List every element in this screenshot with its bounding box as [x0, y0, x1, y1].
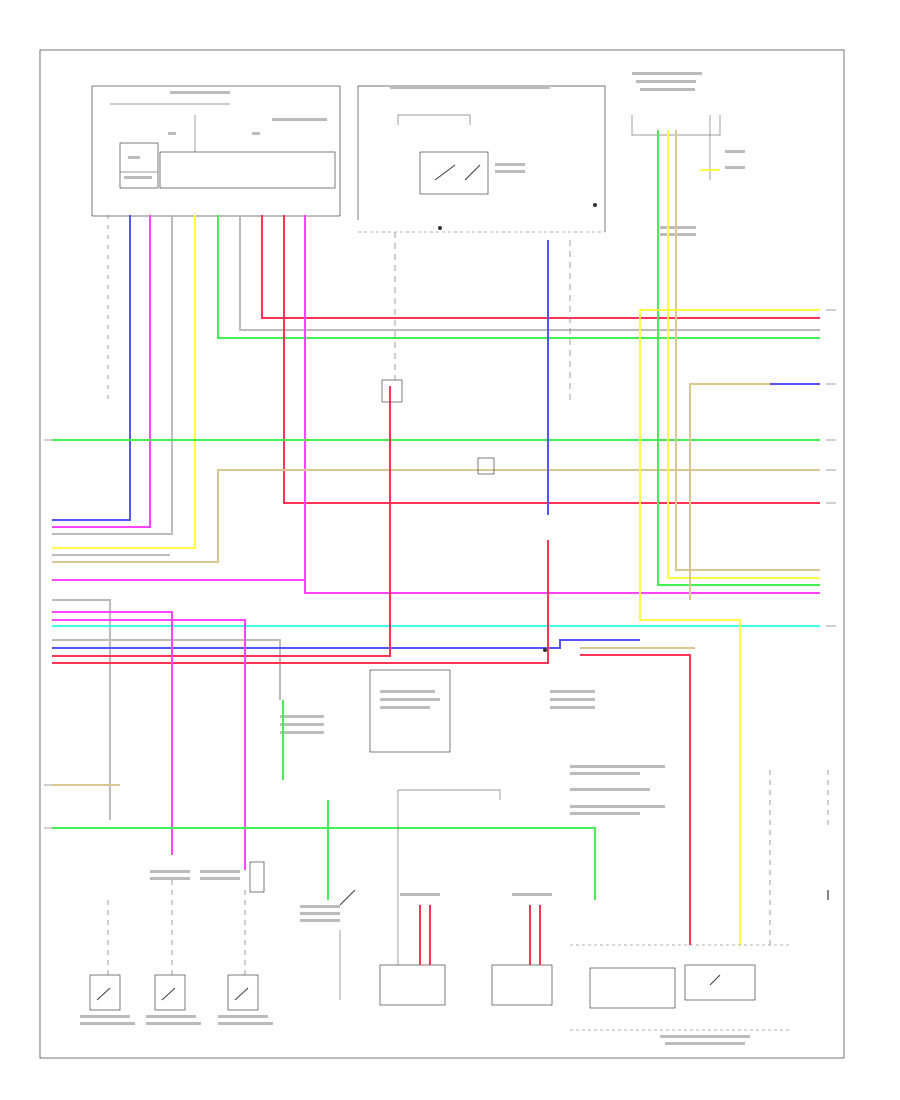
sub-module-a: [119, 142, 159, 189]
splice-dot-icon: [438, 226, 442, 230]
right-vertical-wires: [580, 115, 820, 945]
switch-contact-icon: [434, 164, 456, 181]
switch-contact-icon: [96, 987, 111, 1001]
center-vertical-wires: [381, 232, 571, 663]
splice-dot-icon: [593, 203, 597, 207]
bottom-module-left: [379, 964, 446, 1006]
notes-block: [570, 765, 665, 815]
horizontal-buses: [52, 386, 820, 900]
switch-contact-icon: [464, 164, 481, 181]
switch-contact-icon: [161, 987, 176, 1001]
splice-dot-icon: [543, 648, 547, 652]
top-right-connector-area: [631, 72, 745, 236]
bottom-left-switches: [80, 861, 273, 1025]
bottom-center-modules: [300, 789, 553, 1006]
bottom-module-right: [491, 964, 553, 1006]
diagram-border: [39, 49, 845, 1059]
top-left-component-box: [91, 85, 341, 217]
tiny-labels-top-left: [110, 91, 327, 179]
relay-unit: [419, 151, 489, 195]
edge-terminals: [44, 309, 836, 829]
relay-coil-icon: [709, 974, 721, 986]
vertical-wires-top-left: [52, 215, 820, 594]
sub-module-b: [159, 151, 336, 189]
switch-contact-icon: [339, 889, 356, 906]
inline-connector: [381, 379, 403, 403]
bottom-right-ecu: [570, 770, 829, 1045]
inline-connector-2: [477, 457, 495, 475]
middle-module: [280, 648, 595, 900]
top-center-component-box: [357, 85, 606, 233]
switch-contact-icon: [234, 987, 249, 1001]
